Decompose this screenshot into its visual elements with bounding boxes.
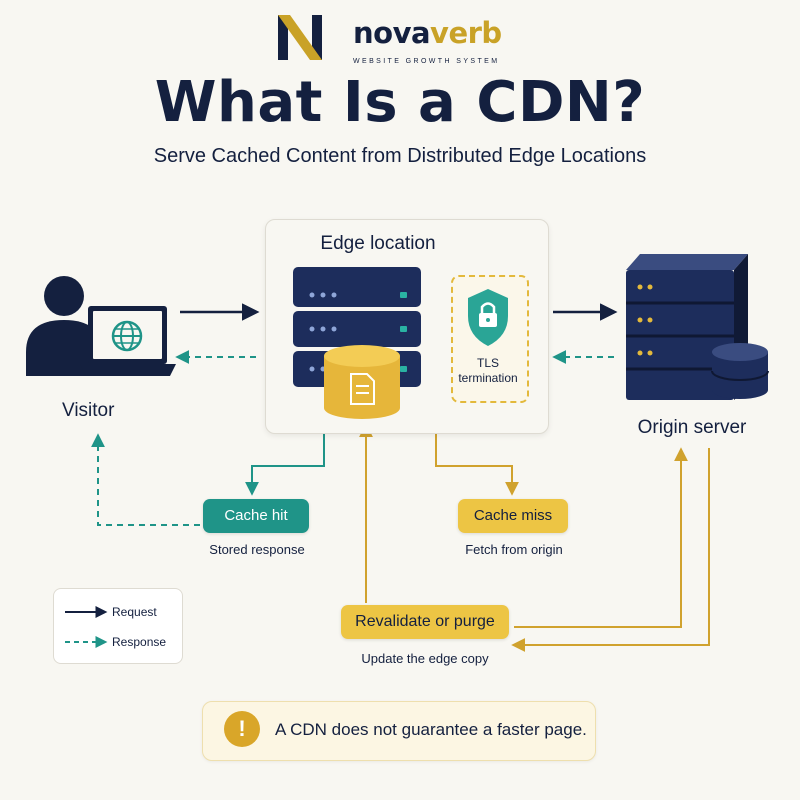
origin-revalidate-connector-1 <box>514 447 688 628</box>
origin-server-label: Origin server <box>637 417 747 438</box>
revalidate-badge: Revalidate or purge <box>341 605 509 639</box>
legend-swatches <box>65 606 108 648</box>
server-database-icon <box>626 254 769 400</box>
person-laptop-globe-icon <box>26 276 176 376</box>
page-subtitle: Serve Cached Content from Distributed Ed… <box>153 145 647 167</box>
page-title: What Is a CDN? <box>154 70 646 135</box>
brand-name-part1: nova <box>353 16 431 50</box>
cache-hit-caption: Stored response <box>209 542 305 557</box>
edge-location-label: Edge location <box>320 233 436 254</box>
legend-response-label: Response <box>112 635 167 649</box>
cache-hit-connector <box>245 432 325 496</box>
cache-database-icon <box>324 345 400 419</box>
visitor-label: Visitor <box>62 400 115 421</box>
brand-name: novaverb <box>353 16 502 50</box>
warning-text: A CDN does not guarantee a faster page. <box>275 720 587 739</box>
origin-revalidate-connector-2 <box>511 448 710 652</box>
warning-icon: ! <box>224 711 260 747</box>
tls-termination-label: TLS termination <box>458 356 518 385</box>
cache-hit-response-connector <box>91 433 200 526</box>
n-monogram-icon <box>278 15 322 60</box>
revalidate-caption: Update the edge copy <box>361 651 489 666</box>
cache-hit-badge: Cache hit <box>203 499 309 533</box>
shield-lock-icon <box>468 289 508 346</box>
cache-miss-connector <box>435 432 519 496</box>
legend-request-label: Request <box>112 605 157 619</box>
brand-name-part2: verb <box>430 16 502 50</box>
legend <box>53 588 183 664</box>
warning-note <box>202 701 596 761</box>
cache-miss-badge: Cache miss <box>458 499 568 533</box>
brand-tagline: WEBSITE GROWTH SYSTEM <box>353 58 500 65</box>
cache-miss-caption: Fetch from origin <box>465 542 563 557</box>
